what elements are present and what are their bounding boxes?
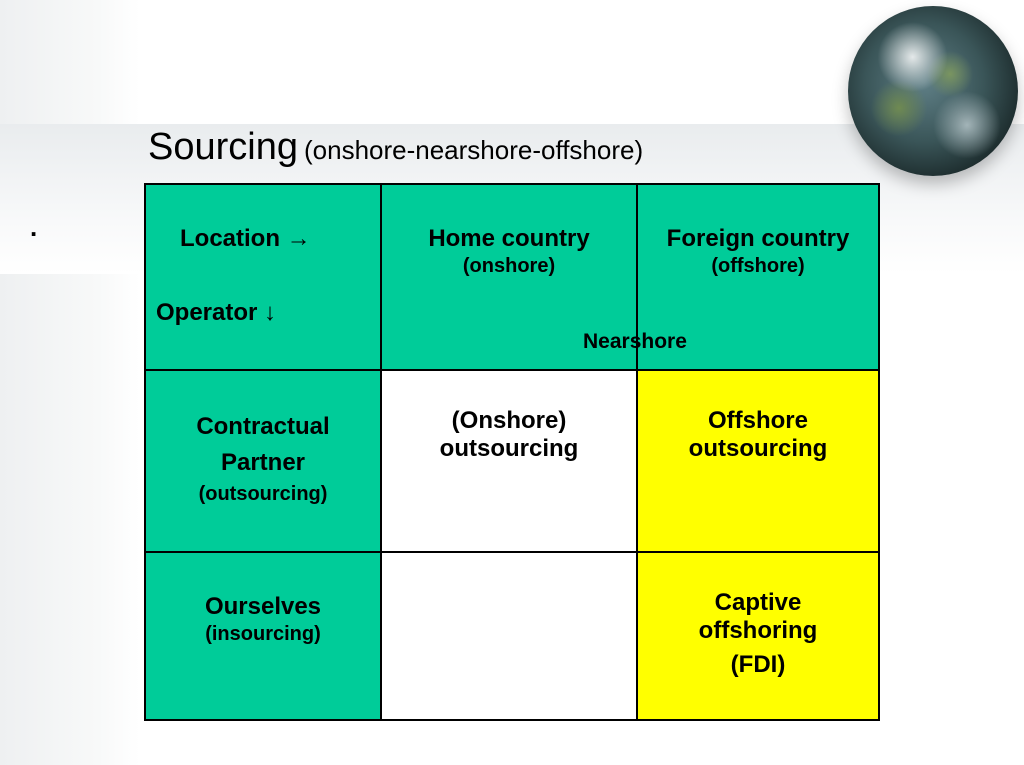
title-main: Sourcing	[148, 126, 298, 168]
offshore-outsourcing-line1: Offshore	[707, 407, 808, 434]
onshore-outsourcing-line2: outsourcing	[439, 435, 579, 462]
background-left-gradient	[0, 0, 140, 765]
title-subtitle: (onshore-nearshore-offshore)	[303, 135, 644, 165]
header-home-country-cell: Home country (onshore)	[382, 185, 638, 371]
ourselves-label: Ourselves	[204, 593, 322, 620]
foreign-country-label: Foreign country	[666, 225, 850, 252]
offshore-outsourcing-line2: outsourcing	[688, 435, 828, 462]
slide-title: Sourcing(onshore-nearshore-offshore)	[148, 126, 643, 169]
bullet-dot: .	[30, 212, 38, 242]
foreign-country-sub: (offshore)	[711, 255, 805, 277]
ourselves-sub: (insourcing)	[205, 623, 321, 645]
sourcing-matrix: Location → Operator ↓ Home country (onsh…	[144, 183, 880, 721]
nearshore-label: Nearshore	[583, 330, 687, 353]
header-foreign-country-cell: Foreign country (offshore)	[638, 185, 878, 371]
captive-offshoring-line2: (FDI)	[730, 651, 786, 678]
captive-offshoring-cell: Captive offshoring (FDI)	[638, 553, 878, 719]
home-country-sub: (onshore)	[462, 255, 556, 277]
header-corner-cell: Location → Operator ↓	[146, 185, 382, 371]
onshore-outsourcing-line1: (Onshore)	[451, 407, 567, 434]
operator-label: Operator ↓	[156, 299, 277, 326]
onshore-insourcing-cell	[382, 553, 638, 719]
captive-offshoring-line1: Captive offshoring	[698, 589, 818, 644]
globe-icon	[848, 6, 1018, 176]
contractual-partner-label: Contractual Partner	[196, 413, 330, 476]
contractual-partner-sub: (outsourcing)	[198, 483, 328, 505]
offshore-outsourcing-cell: Offshore outsourcing	[638, 371, 878, 553]
location-label: Location →	[180, 225, 311, 252]
onshore-outsourcing-cell: (Onshore) outsourcing	[382, 371, 638, 553]
home-country-label: Home country	[428, 225, 590, 252]
row-ourselves-label: Ourselves (insourcing)	[146, 553, 382, 719]
row-contractual-partner-label: Contractual Partner (outsourcing)	[146, 371, 382, 553]
